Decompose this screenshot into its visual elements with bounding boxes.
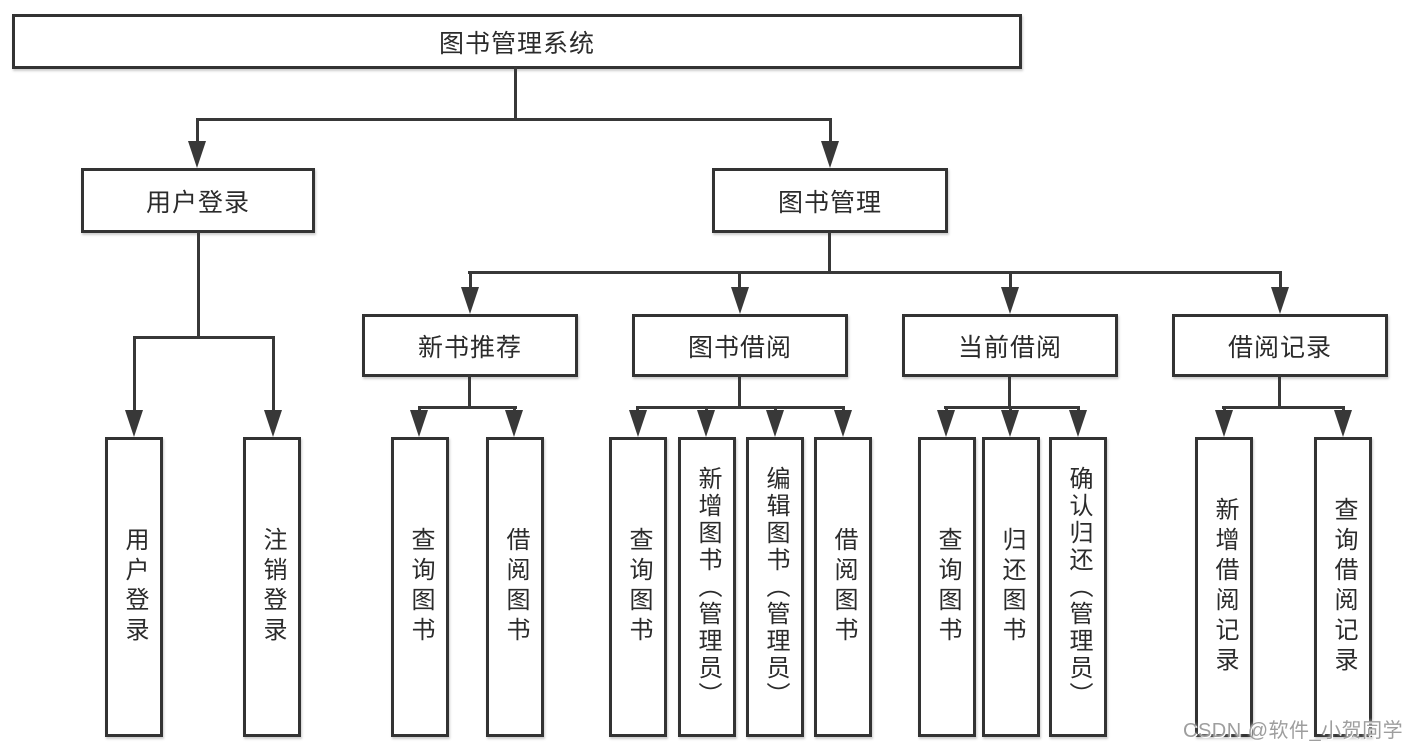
leaf-user-login: 用户登录 xyxy=(105,437,163,737)
leaf-add-borrow-record: 新增借阅记录 xyxy=(1195,437,1253,737)
node-user-login-label: 用户登录 xyxy=(145,188,250,217)
connector-leaf-shaft xyxy=(1223,406,1226,413)
connector-login-leaf2-shaft xyxy=(272,336,275,412)
connector-records-branch xyxy=(1222,406,1345,409)
leaf-query-books-2: 查询图书 xyxy=(609,437,667,737)
arrow-down-icon xyxy=(125,410,143,437)
connector-leaf-shaft xyxy=(945,406,948,413)
connector-l3-shaft xyxy=(738,271,741,290)
leaf-confirm-return-admin: 确认归还（管理员） xyxy=(1049,437,1107,737)
arrow-down-icon xyxy=(1334,410,1352,437)
connector-borrow-stem xyxy=(738,375,741,408)
leaf-query-borrow-record: 查询借阅记录 xyxy=(1314,437,1372,737)
leaf-query-books-2-label: 查询图书 xyxy=(625,527,652,647)
arrow-down-icon xyxy=(505,410,523,437)
leaf-confirm-return-admin-label: 确认归还（管理员） xyxy=(1065,465,1092,709)
arrow-down-icon xyxy=(461,287,479,314)
connector-leaf-shaft xyxy=(1342,406,1345,413)
arrow-down-icon xyxy=(766,410,784,437)
arrow-down-icon xyxy=(188,141,206,168)
connector-mgmt-shaft xyxy=(829,118,832,146)
node-root-label: 图书管理系统 xyxy=(438,29,595,58)
connector-l3-shaft xyxy=(469,271,472,290)
leaf-add-book-admin: 新增图书（管理员） xyxy=(678,437,736,737)
node-user-login: 用户登录 xyxy=(81,168,315,233)
connector-root-branch xyxy=(196,118,832,121)
arrow-down-icon xyxy=(1001,410,1019,437)
connector-mgmt-stem xyxy=(828,232,831,272)
node-borrow-records: 借阅记录 xyxy=(1172,314,1388,377)
connector-login-shaft xyxy=(196,118,199,146)
connector-login-stem xyxy=(197,232,200,337)
arrow-down-icon xyxy=(697,410,715,437)
connector-root-stem xyxy=(514,67,517,119)
node-book-borrow-label: 图书借阅 xyxy=(687,333,792,362)
arrow-down-icon xyxy=(629,410,647,437)
connector-current-branch xyxy=(944,406,1080,409)
leaf-return-books-label: 归还图书 xyxy=(998,527,1025,647)
connector-leaf-shaft xyxy=(513,406,516,413)
connector-l3-shaft xyxy=(1279,271,1282,290)
connector-recommend-stem xyxy=(468,375,471,408)
connector-current-stem xyxy=(1008,375,1011,408)
leaf-user-login-label: 用户登录 xyxy=(121,527,148,647)
leaf-add-borrow-record-label: 新增借阅记录 xyxy=(1211,497,1238,677)
leaf-borrow-books-1: 借阅图书 xyxy=(486,437,544,737)
leaf-query-borrow-record-label: 查询借阅记录 xyxy=(1330,497,1357,677)
leaf-return-books: 归还图书 xyxy=(982,437,1040,737)
arrow-down-icon xyxy=(834,410,852,437)
connector-leaf-shaft xyxy=(705,406,708,413)
leaf-query-books-1: 查询图书 xyxy=(391,437,449,737)
arrow-down-icon xyxy=(410,410,428,437)
connector-leaf-shaft xyxy=(1077,406,1080,413)
arrow-down-icon xyxy=(937,410,955,437)
leaf-edit-book-admin: 编辑图书（管理员） xyxy=(746,437,804,737)
connector-borrow-branch xyxy=(636,406,845,409)
connector-records-stem xyxy=(1278,375,1281,408)
connector-recommend-branch xyxy=(418,406,517,409)
connector-leaf-shaft xyxy=(636,406,639,413)
connector-leaf-shaft xyxy=(418,406,421,413)
connector-l3-shaft xyxy=(1009,271,1012,290)
node-current-borrow-label: 当前借阅 xyxy=(957,333,1062,362)
leaf-edit-book-admin-label: 编辑图书（管理员） xyxy=(762,465,789,709)
node-root: 图书管理系统 xyxy=(12,14,1022,69)
leaf-query-books-1-label: 查询图书 xyxy=(407,527,434,647)
connector-login-branch xyxy=(133,336,274,339)
node-new-book-recommend: 新书推荐 xyxy=(362,314,578,377)
connector-leaf-shaft xyxy=(842,406,845,413)
node-borrow-records-label: 借阅记录 xyxy=(1227,333,1332,362)
connector-leaf-shaft xyxy=(774,406,777,413)
csdn-watermark: CSDN @软件_小贺同学 xyxy=(1183,720,1404,742)
arrow-down-icon xyxy=(264,410,282,437)
leaf-borrow-books-2-label: 借阅图书 xyxy=(830,527,857,647)
leaf-query-books-3-label: 查询图书 xyxy=(934,527,961,647)
leaf-logout-label: 注销登录 xyxy=(259,527,286,647)
leaf-query-books-3: 查询图书 xyxy=(918,437,976,737)
arrow-down-icon xyxy=(1069,410,1087,437)
node-book-borrow: 图书借阅 xyxy=(632,314,848,377)
connector-mgmt-branch xyxy=(468,271,1282,274)
leaf-borrow-books-1-label: 借阅图书 xyxy=(502,527,529,647)
node-book-management: 图书管理 xyxy=(712,168,948,233)
arrow-down-icon xyxy=(1271,287,1289,314)
leaf-logout: 注销登录 xyxy=(243,437,301,737)
node-book-management-label: 图书管理 xyxy=(777,188,882,217)
arrow-down-icon xyxy=(1001,287,1019,314)
leaf-borrow-books-2: 借阅图书 xyxy=(814,437,872,737)
connector-login-leaf1-shaft xyxy=(133,336,136,412)
leaf-add-book-admin-label: 新增图书（管理员） xyxy=(694,465,721,709)
arrow-down-icon xyxy=(821,141,839,168)
arrow-down-icon xyxy=(731,287,749,314)
arrow-down-icon xyxy=(1215,410,1233,437)
connector-leaf-shaft xyxy=(1009,406,1012,413)
node-current-borrow: 当前借阅 xyxy=(902,314,1118,377)
node-new-book-recommend-label: 新书推荐 xyxy=(417,333,522,362)
